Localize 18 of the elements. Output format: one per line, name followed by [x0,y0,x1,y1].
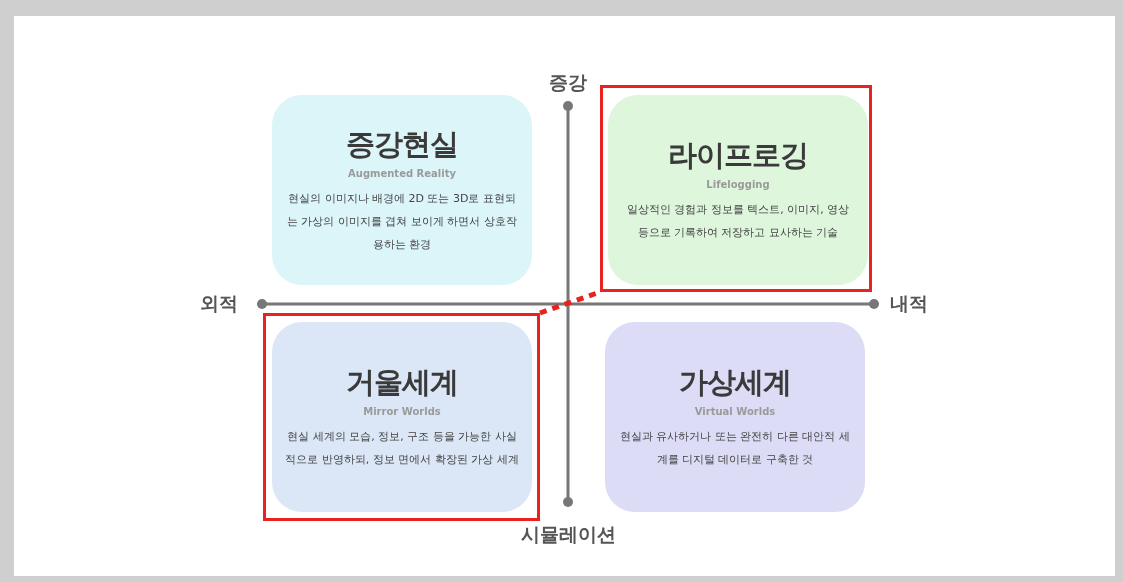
card-description: 일상적인 경험과 정보를 텍스트, 이미지, 영상 등으로 기록하여 저장하고 묘사하는 기술 [625,202,851,241]
card-subtitle: Mirror Worlds [363,406,441,417]
card-description: 현실 세계의 모습, 정보, 구조 등을 가능한 사실적으로 반영하되, 정보 면에서 확장된 가상 세계 [284,429,520,468]
card-title: 가상세계 [679,364,791,401]
card-title: 거울세계 [346,364,458,401]
card-description: 현실의 이미지나 배경에 2D 또는 3D로 표현되는 가상의 이미지를 겹쳐 보이게 하면서 상호작용하는 환경 [286,190,518,253]
card-subtitle: Augmented Reality [348,167,456,179]
quadrant-card [272,95,532,285]
quadrant-card [605,322,865,512]
card-subtitle: Virtual Worlds [694,406,776,417]
card-description: 현실과 유사하거나 또는 완전히 다른 대안적 세계를 디지털 데이터로 구축한 것 [619,429,851,468]
card-subtitle: Lifelogging [706,179,770,190]
card-title: 라이프로깅 [668,137,808,174]
axis-label: 외적 [200,291,238,316]
axis-label: 내적 [890,291,928,316]
axis-label: 시뮬레이션 [520,522,616,547]
card-title: 증강현실 [346,125,458,163]
axis-label: 증강 [549,70,587,95]
